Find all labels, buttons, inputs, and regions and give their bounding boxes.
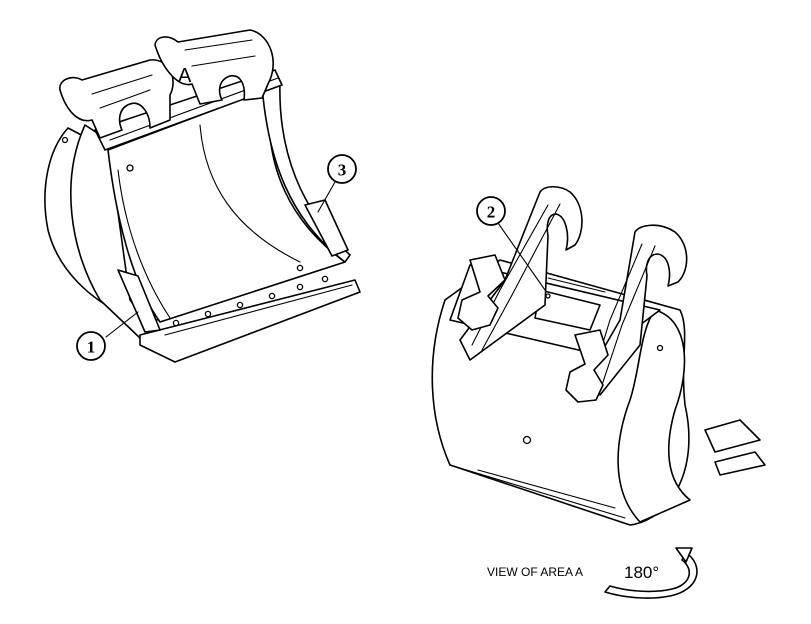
callout-2-label: 2 [487, 203, 496, 222]
callout-2: 2 [476, 196, 546, 291]
callout-3: 3 [317, 154, 357, 213]
callout-1-label: 1 [87, 338, 96, 357]
view-caption: VIEW OF AREA A [487, 565, 583, 579]
bucket-rear-view [431, 185, 766, 526]
callout-3-label: 3 [338, 161, 347, 180]
rotation-label: 180° [624, 563, 659, 582]
bucket-front-view [44, 29, 361, 363]
callout-1: 1 [76, 311, 139, 361]
area-a-label: A [178, 65, 192, 87]
rotation-indicator: 180° [604, 547, 698, 599]
